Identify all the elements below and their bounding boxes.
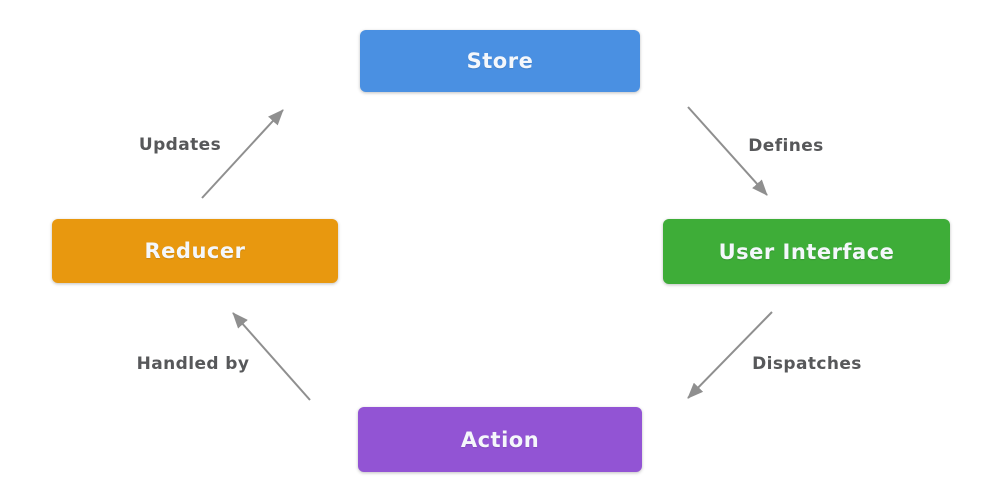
node-store: Store: [360, 30, 640, 92]
updates-arrow: [201, 109, 284, 199]
edge-label-defines: Defines: [748, 136, 824, 156]
edge-label-dispatches: Dispatches: [752, 354, 862, 374]
node-action: Action: [358, 407, 642, 472]
edge-label-updates: Updates: [138, 135, 222, 155]
dispatches-arrow: [687, 311, 773, 399]
edge-label-handled-by: Handled by: [136, 354, 250, 374]
handled-by-arrow: [232, 312, 311, 401]
node-user-interface: User Interface: [663, 219, 950, 284]
node-reducer: Reducer: [52, 219, 338, 283]
defines-arrow: [687, 106, 768, 196]
